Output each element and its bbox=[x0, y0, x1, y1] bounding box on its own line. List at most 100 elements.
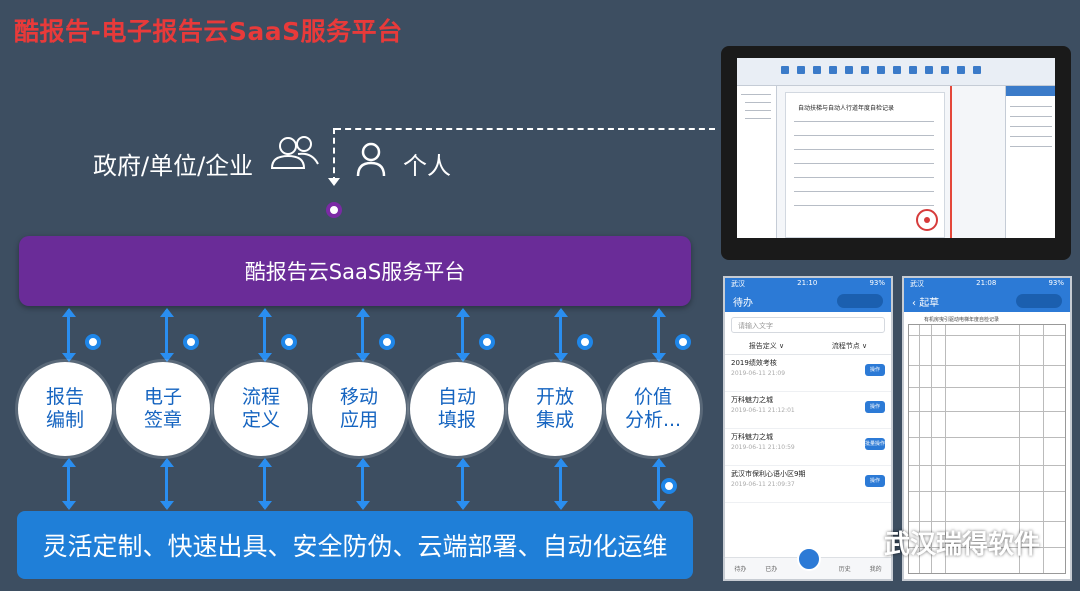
status-time: 21:08 bbox=[976, 279, 997, 287]
editor-toolbar bbox=[737, 58, 1055, 86]
connector-dot bbox=[675, 334, 691, 350]
file-tree-panel[interactable] bbox=[737, 86, 777, 238]
toolbar-tool-icon[interactable] bbox=[845, 66, 853, 74]
item-time: 2019-06-11 21:12:01 bbox=[731, 407, 795, 414]
brand-watermark: 武汉瑞得软件 bbox=[848, 524, 1040, 561]
module-label-line2: 应用 bbox=[339, 409, 378, 431]
report-document[interactable]: 自动扶梯与自动人行道年度自检记录 bbox=[785, 92, 945, 238]
item-action-button[interactable]: 操作 bbox=[865, 475, 885, 487]
tab-todo[interactable]: 待办 bbox=[734, 566, 747, 573]
platform-connector-knob bbox=[326, 202, 342, 218]
module-mobile-app[interactable]: 移动应用 bbox=[312, 362, 406, 456]
module-open-integration[interactable]: 开放集成 bbox=[508, 362, 602, 456]
connector-dot bbox=[183, 334, 199, 350]
module-auto-fill[interactable]: 自动填报 bbox=[410, 362, 504, 456]
page-title: 酷报告-电子报告云SaaS服务平台 bbox=[14, 17, 403, 46]
saas-platform-bar: 酷报告云SaaS服务平台 bbox=[19, 236, 691, 306]
tab-mine[interactable]: 我的 bbox=[869, 566, 882, 573]
tab-done[interactable]: 已办 bbox=[765, 566, 778, 573]
connector-dot bbox=[379, 334, 395, 350]
item-action-button[interactable]: 批量操作 bbox=[865, 438, 885, 450]
module-label-line2: 分析... bbox=[624, 409, 682, 431]
module-label-line1: 流程 bbox=[241, 386, 280, 408]
toolbar-tool-icon[interactable] bbox=[909, 66, 917, 74]
module-label-line2: 定义 bbox=[241, 409, 280, 431]
individual-user-label: 个人 bbox=[403, 152, 451, 180]
list-item[interactable]: 武汉市保利心语小区9期 2019-06-11 21:09:37 操作 bbox=[725, 466, 891, 503]
module-value-analysis[interactable]: 价值分析... bbox=[606, 362, 700, 456]
module-label-line2: 集成 bbox=[535, 409, 574, 431]
toolbar-tool-icon[interactable] bbox=[829, 66, 837, 74]
miniapp-capsule-icon[interactable] bbox=[837, 294, 883, 308]
item-time: 2019-06-11 21:09:37 bbox=[731, 481, 795, 488]
phone-header: 待办 bbox=[725, 290, 891, 312]
miniapp-capsule-icon[interactable] bbox=[1016, 294, 1062, 308]
toolbar-tool-icon[interactable] bbox=[973, 66, 981, 74]
toolbar-tool-icon[interactable] bbox=[893, 66, 901, 74]
item-time: 2019-06-11 21:10:59 bbox=[731, 444, 795, 451]
toolbar-tool-icon[interactable] bbox=[941, 66, 949, 74]
tablet-screen: 自动扶梯与自动人行道年度自检记录 bbox=[737, 58, 1055, 238]
phone-draft-screen: 武汉 21:08 93% ‹ 起草 有机房曳引驱动电梯年度自检记录 bbox=[902, 276, 1072, 581]
status-time: 21:10 bbox=[797, 279, 818, 287]
status-carrier: 武汉 bbox=[731, 280, 745, 288]
module-label-line1: 移动 bbox=[339, 386, 378, 408]
module-label-line1: 开放 bbox=[535, 386, 574, 408]
filter-flow-node[interactable]: 流程节点 ∨ bbox=[831, 342, 868, 350]
toolbar-tool-icon[interactable] bbox=[957, 66, 965, 74]
wechat-logo-icon bbox=[848, 530, 878, 554]
item-title: 万科魅力之城 bbox=[731, 396, 773, 404]
connector-dot bbox=[577, 334, 593, 350]
module-label-line1: 电子 bbox=[143, 386, 182, 408]
page-boundary-line bbox=[950, 86, 952, 238]
module-label-line2: 签章 bbox=[143, 409, 182, 431]
filter-report-definition[interactable]: 报告定义 ∨ bbox=[748, 342, 785, 350]
toolbar-tool-icon[interactable] bbox=[925, 66, 933, 74]
module-label-line2: 填报 bbox=[437, 409, 476, 431]
list-item[interactable]: 万科魅力之城 2019-06-11 21:12:01 操作 bbox=[725, 392, 891, 429]
person-icon bbox=[356, 142, 386, 177]
toolbar-tool-icon[interactable] bbox=[813, 66, 821, 74]
status-battery: 93% bbox=[869, 279, 885, 287]
connector-dot bbox=[85, 334, 101, 350]
search-input[interactable]: 请输入文字 bbox=[731, 317, 885, 333]
module-label-line2: 编制 bbox=[45, 409, 84, 431]
toolbar-tool-icon[interactable] bbox=[781, 66, 789, 74]
module-e-signature[interactable]: 电子签章 bbox=[116, 362, 210, 456]
module-workflow-definition[interactable]: 流程定义 bbox=[214, 362, 308, 456]
document-title: 自动扶梯与自动人行道年度自检记录 bbox=[798, 105, 895, 112]
list-item[interactable]: 万科魅力之城 2019-06-11 21:10:59 批量操作 bbox=[725, 429, 891, 466]
module-report-authoring[interactable]: 报告编制 bbox=[18, 362, 112, 456]
phone-header: ‹ 起草 bbox=[904, 290, 1070, 312]
toolbar-tool-icon[interactable] bbox=[877, 66, 885, 74]
toolbar-tool-icon[interactable] bbox=[797, 66, 805, 74]
item-action-button[interactable]: 操作 bbox=[865, 401, 885, 413]
phone-todo-screen: 武汉 21:10 93% 待办 请输入文字 报告定义 ∨ 流程节点 ∨ 2019… bbox=[723, 276, 893, 581]
filter-row: 报告定义 ∨ 流程节点 ∨ bbox=[725, 338, 891, 355]
org-users-label: 政府/单位/企业 bbox=[93, 152, 254, 180]
inspection-form-table[interactable] bbox=[908, 324, 1066, 574]
compose-button[interactable] bbox=[797, 547, 821, 571]
form-title: 有机房曳引驱动电梯年度自检记录 bbox=[924, 317, 1000, 323]
connector-dot bbox=[281, 334, 297, 350]
connector-dot bbox=[479, 334, 495, 350]
toolbar-tool-icon[interactable] bbox=[861, 66, 869, 74]
back-and-title[interactable]: ‹ 起草 bbox=[912, 297, 940, 309]
module-label-line1: 价值 bbox=[633, 386, 672, 408]
item-time: 2019-06-11 21:09 bbox=[731, 370, 786, 377]
item-action-button[interactable]: 操作 bbox=[865, 364, 885, 376]
item-title: 万科魅力之城 bbox=[731, 433, 773, 441]
phone-status-bar: 武汉 21:10 93% bbox=[725, 278, 891, 290]
status-carrier: 武汉 bbox=[910, 280, 924, 288]
dashed-connector-vertical bbox=[333, 128, 335, 183]
item-title: 武汉市保利心语小区9期 bbox=[731, 470, 806, 478]
module-label-line1: 报告 bbox=[45, 386, 84, 408]
properties-panel[interactable] bbox=[1005, 86, 1055, 238]
tab-history[interactable]: 历史 bbox=[838, 566, 851, 573]
list-item[interactable]: 2019绩效考核 2019-06-11 21:09 操作 bbox=[725, 355, 891, 392]
dashed-connector-horizontal bbox=[335, 128, 715, 130]
status-battery: 93% bbox=[1048, 279, 1064, 287]
module-label-line1: 自动 bbox=[437, 386, 476, 408]
phone-status-bar: 武汉 21:08 93% bbox=[904, 278, 1070, 290]
phone-header-title: 起草 bbox=[919, 297, 940, 309]
